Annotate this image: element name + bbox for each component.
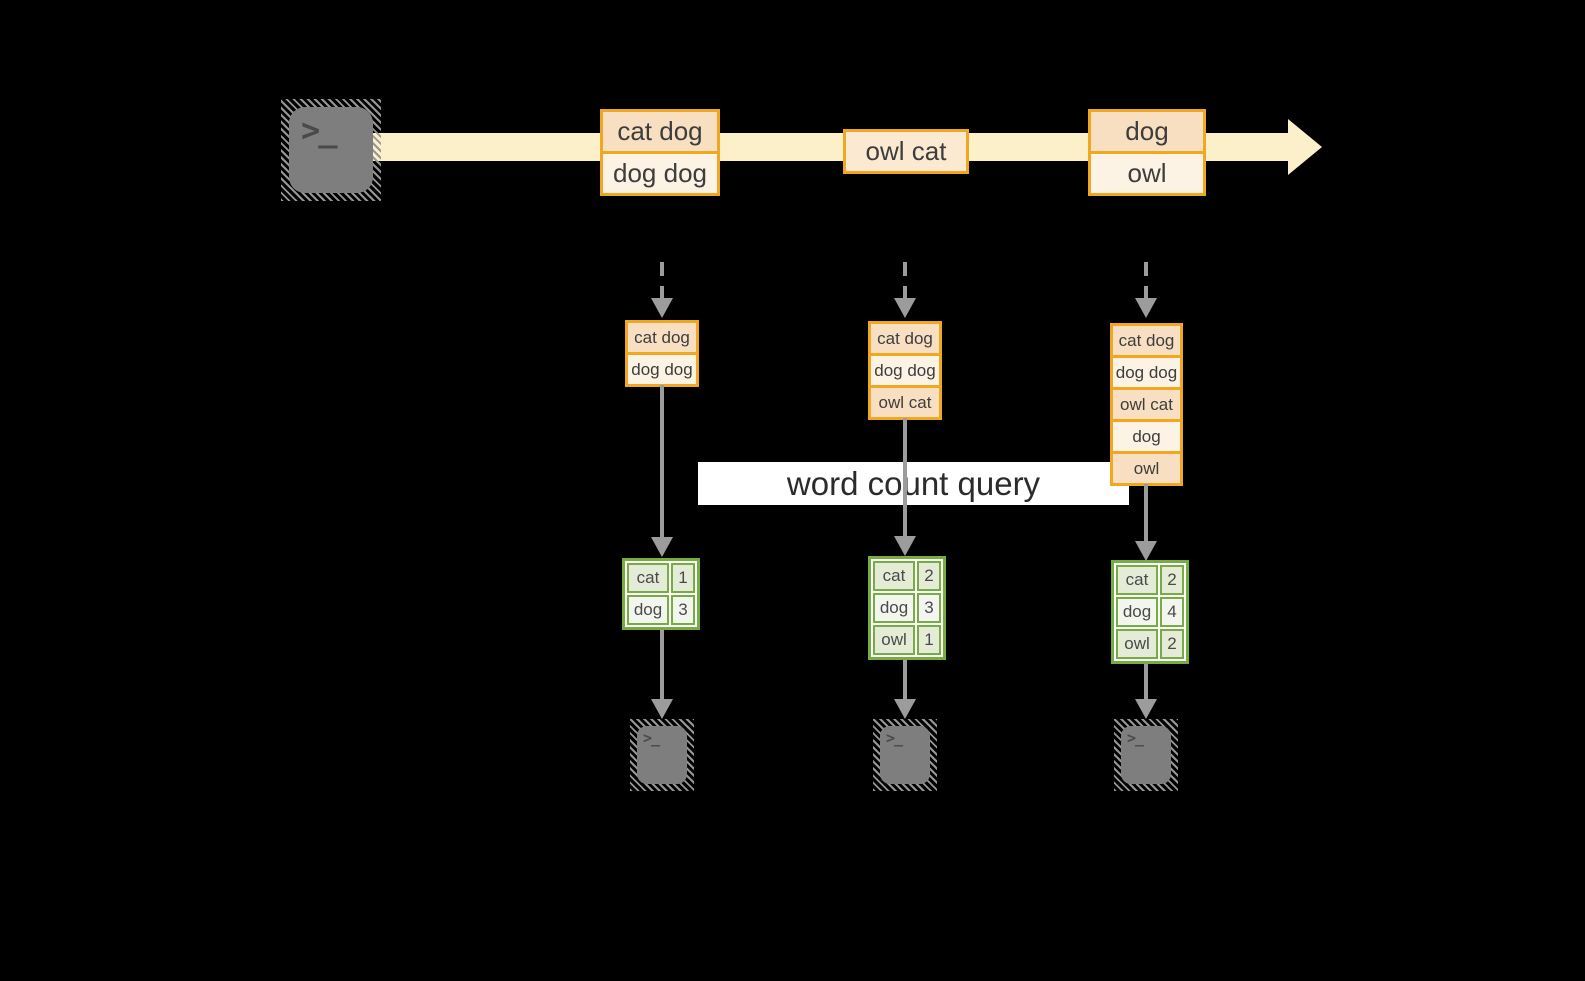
output-arrow-1 — [660, 630, 664, 699]
result-word-cell: owl — [873, 625, 915, 655]
ingest-arrowhead-icon-2 — [894, 298, 916, 318]
stream-event-2: owl cat — [843, 129, 969, 174]
input-batch-2: cat dog dog dog owl cat — [868, 321, 942, 420]
result-count-cell: 4 — [1160, 597, 1184, 627]
output-arrowhead-icon-3 — [1135, 699, 1157, 719]
stream-record: cat dog — [603, 112, 717, 151]
stream-record: dog — [1091, 112, 1203, 151]
stream-event-1: cat dog dog dog — [600, 109, 720, 196]
result-count-cell: 2 — [1160, 629, 1184, 659]
input-batch-3: cat dog dog dog owl cat dog owl — [1110, 323, 1183, 486]
result-word-cell: dog — [627, 595, 669, 625]
output-terminal-icon-1: >_ — [630, 719, 694, 791]
input-record: dog dog — [1113, 355, 1180, 387]
result-table-3: cat 2 dog 4 owl 2 — [1111, 560, 1189, 664]
input-record: cat dog — [1113, 326, 1180, 355]
result-count-cell: 1 — [917, 625, 941, 655]
result-row: dog 4 — [1116, 597, 1184, 627]
input-record: dog dog — [871, 353, 939, 385]
stream-record: owl — [1091, 151, 1203, 193]
stream-record: owl cat — [846, 132, 966, 171]
result-word-cell: cat — [873, 561, 915, 591]
input-record: owl cat — [1113, 387, 1180, 419]
result-count-cell: 3 — [671, 595, 695, 625]
result-row: dog 3 — [873, 593, 941, 623]
terminal-prompt-glyph: >_ — [886, 729, 903, 747]
result-word-cell: cat — [1116, 565, 1158, 595]
stream-timeline-arrowhead-icon — [1288, 119, 1322, 175]
ingest-dashed-arrow-2 — [903, 262, 907, 300]
input-record: cat dog — [871, 324, 939, 353]
result-count-cell: 1 — [671, 563, 695, 593]
result-row: dog 3 — [627, 595, 695, 625]
ingest-arrowhead-icon-3 — [1135, 298, 1157, 318]
stream-record: dog dog — [603, 151, 717, 193]
query-arrowhead-icon-3 — [1135, 541, 1157, 561]
result-word-cell: dog — [873, 593, 915, 623]
stream-event-3: dog owl — [1088, 109, 1206, 196]
terminal-prompt-glyph: >_ — [301, 111, 338, 149]
result-row: cat 2 — [873, 561, 941, 591]
ingest-dashed-arrow-3 — [1144, 262, 1148, 300]
input-batch-1: cat dog dog dog — [625, 320, 699, 387]
terminal-body — [1121, 726, 1171, 784]
query-arrow-1 — [660, 385, 664, 537]
result-word-cell: cat — [627, 563, 669, 593]
output-arrowhead-icon-1 — [651, 699, 673, 719]
source-terminal-icon: >_ — [281, 99, 381, 201]
query-arrow-2 — [903, 418, 907, 536]
result-row: cat 2 — [1116, 565, 1184, 595]
ingest-arrowhead-icon-1 — [651, 298, 673, 318]
output-terminal-icon-3: >_ — [1114, 719, 1178, 791]
query-arrow-3 — [1144, 484, 1148, 541]
output-arrowhead-icon-2 — [894, 699, 916, 719]
result-table-2: cat 2 dog 3 owl 1 — [868, 556, 946, 660]
terminal-body — [880, 726, 930, 784]
result-count-cell: 2 — [1160, 565, 1184, 595]
input-record: owl cat — [871, 385, 939, 417]
input-record: cat dog — [628, 323, 696, 352]
result-count-cell: 3 — [917, 593, 941, 623]
terminal-prompt-glyph: >_ — [643, 729, 660, 747]
result-row: owl 1 — [873, 625, 941, 655]
result-row: owl 2 — [1116, 629, 1184, 659]
result-word-cell: owl — [1116, 629, 1158, 659]
terminal-body — [289, 107, 373, 193]
terminal-prompt-glyph: >_ — [1127, 729, 1144, 747]
output-arrow-2 — [903, 660, 907, 699]
input-record: dog dog — [628, 352, 696, 384]
query-arrowhead-icon-1 — [651, 537, 673, 557]
input-record: dog — [1113, 419, 1180, 451]
output-arrow-3 — [1144, 664, 1148, 699]
query-arrowhead-icon-2 — [894, 536, 916, 556]
result-row: cat 1 — [627, 563, 695, 593]
result-word-cell: dog — [1116, 597, 1158, 627]
output-terminal-icon-2: >_ — [873, 719, 937, 791]
ingest-dashed-arrow-1 — [660, 262, 664, 300]
result-table-1: cat 1 dog 3 — [622, 558, 700, 630]
result-count-cell: 2 — [917, 561, 941, 591]
input-record: owl — [1113, 451, 1180, 483]
query-label: word count query — [698, 462, 1129, 505]
terminal-body — [637, 726, 687, 784]
